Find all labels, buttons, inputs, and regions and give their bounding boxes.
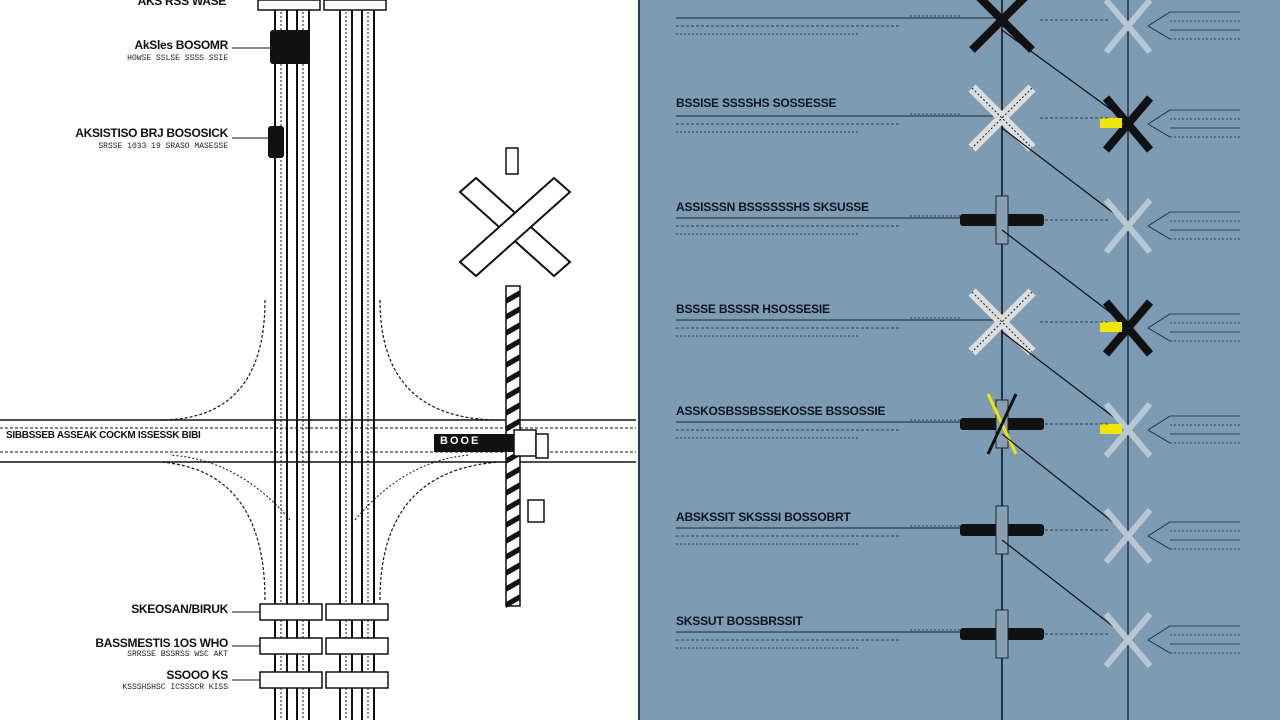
- crossbuck-arm: [969, 0, 1028, 53]
- annotation-leader: [1147, 535, 1171, 550]
- crossbuck-arm: [1103, 0, 1153, 54]
- barrier-text: BOOE: [440, 435, 481, 447]
- right-row-4-title: ABSKSSIT SKSSSI BOSSOBRT: [676, 510, 851, 524]
- dark-accent: [986, 393, 1018, 455]
- crossbuck-arm: [968, 288, 1036, 356]
- left-label-2-title: AKSISTISO BRJ BOSOSICK: [75, 126, 228, 140]
- yellow-accent: [1100, 118, 1122, 128]
- pole-stripe: [506, 482, 520, 496]
- annotation-leader: [1147, 327, 1171, 342]
- left-label-5-title: BASSMESTIS 1OS WHO: [95, 636, 228, 650]
- signal-post-block: [995, 505, 1009, 555]
- left-panel: AKS RSS WASE AkSles BOSOMR HOWSE SSLSE S…: [0, 0, 636, 720]
- yellow-accent: [1100, 322, 1122, 332]
- left-label-2-sub: SRSSE 1033 19 SRASO MASESSE: [98, 142, 228, 151]
- connector-line: [1001, 331, 1129, 429]
- annotation-leader: [1147, 225, 1171, 240]
- pole-stripe: [506, 418, 520, 432]
- connector-line: [1001, 433, 1129, 535]
- left-label-3-title: SIBBSSEB ASSEAK COCKM ISSESSK BIBI: [6, 430, 201, 441]
- pole-stripe: [506, 338, 520, 352]
- connector-line: [1001, 127, 1129, 225]
- left-label-1-title: AkSles BOSOMR: [134, 38, 229, 52]
- pole-stripe: [506, 386, 520, 400]
- left-label-1-sub: HOWSE SSLSE SSSS SSIE: [127, 54, 228, 63]
- pole-stripe: [506, 354, 520, 368]
- annotation-leader: [1147, 521, 1171, 537]
- connector-line: [1001, 539, 1129, 639]
- pole-stripe: [506, 514, 520, 528]
- panel-divider: [638, 0, 641, 720]
- annotation-leader: [1147, 639, 1171, 654]
- right-row-1-title: ASSISSSN BSSSSSSHS SKSUSSE: [676, 200, 869, 214]
- left-label-6-sub: KSSSHSHSC ICSSSCR KISS: [122, 683, 228, 692]
- annotation-leader: [1147, 625, 1171, 641]
- left-label-5-sub: SRRSSE BSSRSS WSC AKT: [127, 650, 228, 659]
- right-panel: BSSISE SSSSHS SOSSESSE ASSISSSN BSSSSSSH…: [640, 0, 1280, 720]
- crossbuck-arm: [1103, 508, 1153, 564]
- right-row-2-title: BSSSE BSSSR HSOSSESIE: [676, 302, 830, 316]
- pole-stripe: [506, 322, 520, 336]
- pole-stripe: [506, 578, 520, 592]
- annotation-leader: [1147, 429, 1171, 444]
- pole-stripe: [506, 402, 520, 416]
- pole-stripe: [506, 498, 520, 512]
- connector-line: [1001, 229, 1129, 327]
- crossbuck-arm: [1102, 299, 1154, 357]
- signal-schematic-diagram: [676, 0, 1240, 720]
- railroad-crossbuck-icon: [458, 147, 572, 278]
- pole-stripe: [506, 306, 520, 320]
- pole-stripe: [506, 546, 520, 560]
- pole-stripe: [506, 594, 520, 608]
- left-label-6-title: SSOOO KS: [166, 668, 228, 682]
- crossbuck-arm: [1102, 95, 1154, 153]
- pole-stripe: [506, 530, 520, 544]
- pole-stripe: [506, 466, 520, 480]
- signal-post-block: [995, 195, 1009, 245]
- annotation-leader: [1147, 11, 1171, 27]
- right-row-5-title: SKSSUT BOSSBRSSIT: [676, 614, 803, 628]
- annotation-leader: [1147, 123, 1171, 138]
- pole-stripe: [506, 290, 520, 304]
- annotation-leader: [1147, 415, 1171, 431]
- track-layout-diagram: [0, 0, 636, 720]
- crossbuck-arm: [1103, 198, 1153, 254]
- right-row-3-title: ASSKOSBSSBSSEKOSSE BSSOSSIE: [676, 404, 886, 418]
- crossbuck-arm: [1103, 402, 1153, 458]
- crossbuck-arm: [1103, 612, 1153, 668]
- yellow-accent: [1100, 424, 1122, 434]
- annotation-leader: [1147, 25, 1171, 40]
- left-label-4-title: SKEOSAN/BIRUK: [131, 602, 228, 616]
- annotation-leader: [1147, 313, 1171, 329]
- left-label-0-title: AKS RSS WASE: [137, 0, 227, 8]
- crossbuck-arm: [968, 84, 1036, 152]
- annotation-leader: [1147, 109, 1171, 125]
- signal-post-block: [995, 609, 1009, 659]
- annotation-leader: [1147, 211, 1171, 227]
- right-row-0-title: BSSISE SSSSHS SOSSESSE: [676, 96, 837, 110]
- pole-stripe: [506, 370, 520, 384]
- connector-line: [1001, 29, 1129, 123]
- pole-stripe: [506, 562, 520, 576]
